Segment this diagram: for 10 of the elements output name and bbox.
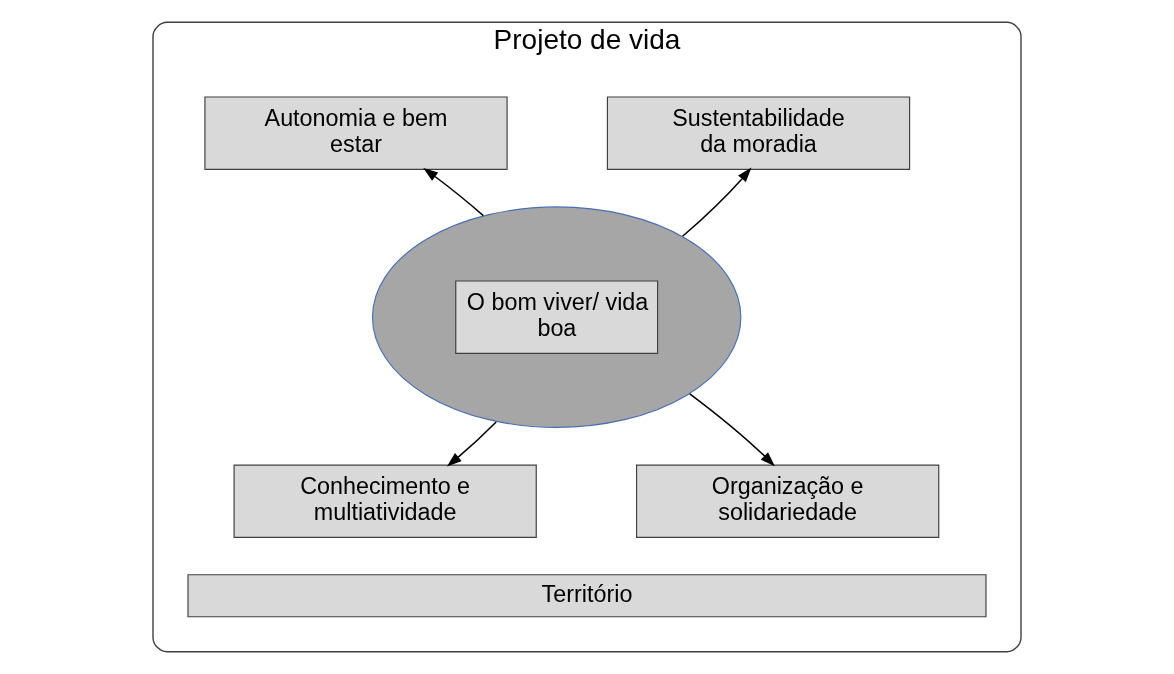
node-box: Conhecimento e multiatividade	[233, 464, 537, 538]
node-box: Território	[187, 574, 987, 618]
node-box: Autonomia e bem estar	[204, 96, 508, 170]
arrow	[423, 167, 485, 217]
node-ellipse: O bom viver/ vida boa	[371, 206, 742, 428]
arrow	[446, 421, 497, 467]
node-box: Sustentabilidade da moradia	[606, 96, 911, 170]
node-box: Organização e solidariedade	[636, 464, 940, 538]
arrow	[681, 167, 752, 238]
arrow	[689, 393, 775, 467]
